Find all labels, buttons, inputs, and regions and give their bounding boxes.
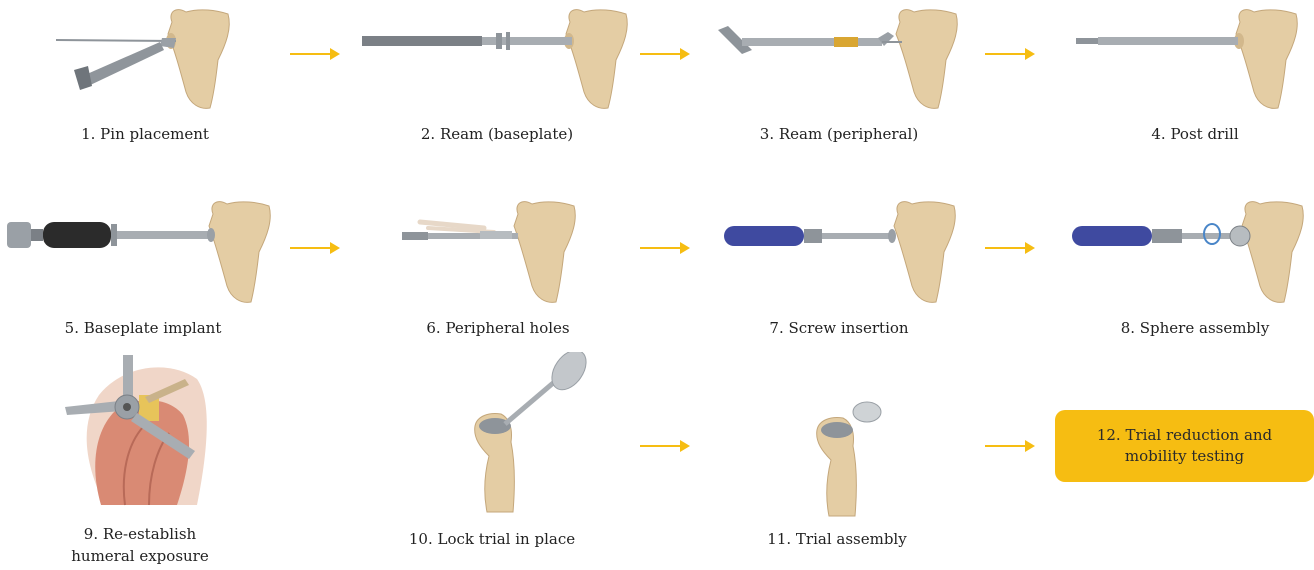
arrow-right-icon bbox=[290, 241, 340, 255]
drill-guide-illustration bbox=[398, 198, 608, 310]
post-drill-illustration bbox=[1068, 8, 1312, 113]
pin-placement-illustration bbox=[50, 8, 240, 113]
step-caption-line2: humeral exposure bbox=[35, 546, 245, 566]
baseplate-inserter-illustration bbox=[5, 198, 285, 310]
step-caption: 6. Peripheral holes bbox=[393, 318, 603, 338]
step-caption: 2. Ream (baseplate) bbox=[392, 124, 602, 144]
baseplate-reamer-illustration bbox=[362, 8, 642, 113]
step-caption: 3. Ream (peripheral) bbox=[734, 124, 944, 144]
arrow-right-icon bbox=[985, 439, 1035, 453]
step-caption: 8. Sphere assembly bbox=[1090, 318, 1300, 338]
arrow-right-icon bbox=[290, 47, 340, 61]
final-step-line2: mobility testing bbox=[1097, 446, 1272, 467]
arrow-right-icon bbox=[640, 47, 690, 61]
step-caption: 4. Post drill bbox=[1090, 124, 1300, 144]
final-step-line1: 12. Trial reduction and bbox=[1097, 425, 1272, 446]
arrow-right-icon bbox=[640, 439, 690, 453]
step-caption-line1: 9. Re-establish bbox=[35, 524, 245, 544]
step-caption: 11. Trial assembly bbox=[732, 529, 942, 549]
final-step-box: 12. Trial reduction and mobility testing bbox=[1055, 410, 1314, 482]
screwdriver-illustration bbox=[722, 198, 972, 310]
trial-assembly-illustration bbox=[795, 382, 905, 522]
step-caption: 5. Baseplate implant bbox=[38, 318, 248, 338]
arrow-right-icon bbox=[985, 47, 1035, 61]
arrow-right-icon bbox=[985, 241, 1035, 255]
sphere-assembly-illustration bbox=[1070, 198, 1314, 310]
step-caption: 7. Screw insertion bbox=[734, 318, 944, 338]
peripheral-reamer-illustration bbox=[712, 8, 972, 113]
step-caption: 1. Pin placement bbox=[40, 124, 250, 144]
step-caption: 10. Lock trial in place bbox=[387, 529, 597, 549]
lock-trial-illustration bbox=[455, 352, 605, 522]
humeral-exposure-illustration bbox=[65, 355, 215, 515]
arrow-right-icon bbox=[640, 241, 690, 255]
